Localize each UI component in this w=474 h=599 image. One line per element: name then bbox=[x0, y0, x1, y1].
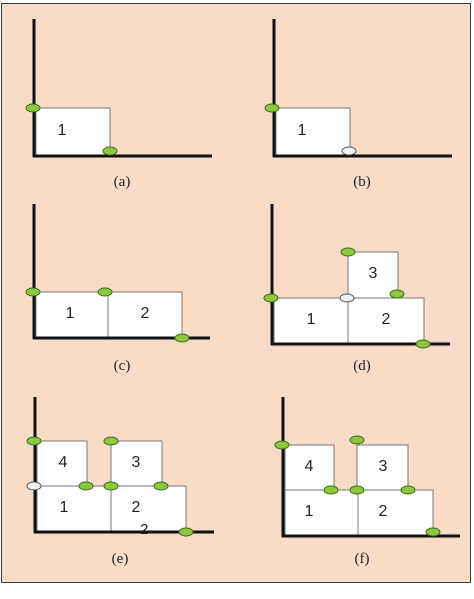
active-point bbox=[263, 293, 279, 303]
inactive-point bbox=[26, 481, 42, 491]
box-label-1: 1 bbox=[297, 122, 307, 139]
caption-e: (e) bbox=[111, 551, 129, 567]
figure-frame: 1 1 1 2 1 2 3 1 2 3 4 2 1 2 3 4 (a) (b) … bbox=[1, 3, 471, 583]
active-point bbox=[323, 485, 339, 495]
active-point bbox=[425, 527, 441, 537]
active-point bbox=[274, 440, 290, 450]
stray-label: 2 bbox=[140, 521, 149, 538]
caption-b: (b) bbox=[353, 174, 371, 190]
inactive-point bbox=[339, 293, 355, 303]
active-point bbox=[178, 527, 194, 537]
panel-c bbox=[25, 204, 210, 343]
active-point bbox=[97, 287, 113, 297]
active-point bbox=[25, 287, 41, 297]
active-point bbox=[174, 333, 190, 343]
box-label-1: 1 bbox=[304, 503, 314, 520]
box-4 bbox=[36, 440, 88, 487]
inactive-point bbox=[341, 146, 357, 156]
active-point bbox=[26, 436, 42, 446]
active-point bbox=[103, 481, 119, 491]
active-point bbox=[389, 289, 405, 299]
panel-b bbox=[264, 19, 452, 158]
active-point bbox=[102, 146, 118, 156]
active-point bbox=[25, 103, 41, 113]
box-1 bbox=[36, 485, 112, 532]
active-point bbox=[415, 339, 431, 349]
box-label-2: 2 bbox=[131, 499, 141, 516]
active-point bbox=[264, 103, 280, 113]
caption-a: (a) bbox=[113, 174, 131, 190]
box-1 bbox=[35, 107, 111, 157]
panel-d bbox=[263, 204, 450, 349]
caption-c: (c) bbox=[113, 358, 131, 374]
box-label-3: 3 bbox=[131, 454, 141, 471]
box-label-3: 3 bbox=[368, 265, 378, 282]
panel-a bbox=[25, 19, 212, 158]
active-point bbox=[153, 481, 169, 491]
box-label-1: 1 bbox=[57, 122, 67, 139]
box-3 bbox=[356, 444, 409, 491]
panel-e bbox=[26, 397, 214, 537]
active-point bbox=[340, 247, 356, 257]
caption-f: (f) bbox=[354, 551, 370, 567]
box-label-1: 1 bbox=[59, 499, 69, 516]
active-point bbox=[78, 481, 94, 491]
box-label-1: 1 bbox=[65, 305, 75, 322]
box-3 bbox=[347, 251, 399, 299]
active-point bbox=[103, 436, 119, 446]
active-point bbox=[400, 485, 416, 495]
box-2 bbox=[357, 489, 434, 536]
box-3 bbox=[110, 440, 163, 487]
box-label-3: 3 bbox=[378, 458, 388, 475]
box-label-1: 1 bbox=[306, 311, 316, 328]
box-label-4: 4 bbox=[304, 458, 314, 475]
box-label-2: 2 bbox=[381, 311, 391, 328]
active-point bbox=[349, 435, 365, 445]
box-label-2: 2 bbox=[140, 305, 150, 322]
box-2 bbox=[107, 291, 183, 339]
panel-f bbox=[274, 397, 460, 538]
box-1 bbox=[273, 297, 349, 345]
packing-diagram bbox=[25, 19, 460, 538]
box-label-2: 2 bbox=[378, 503, 388, 520]
active-point bbox=[349, 485, 365, 495]
box-2 bbox=[110, 485, 187, 532]
caption-d: (d) bbox=[353, 358, 371, 374]
box-2 bbox=[347, 297, 425, 345]
box-label-4: 4 bbox=[58, 454, 68, 471]
